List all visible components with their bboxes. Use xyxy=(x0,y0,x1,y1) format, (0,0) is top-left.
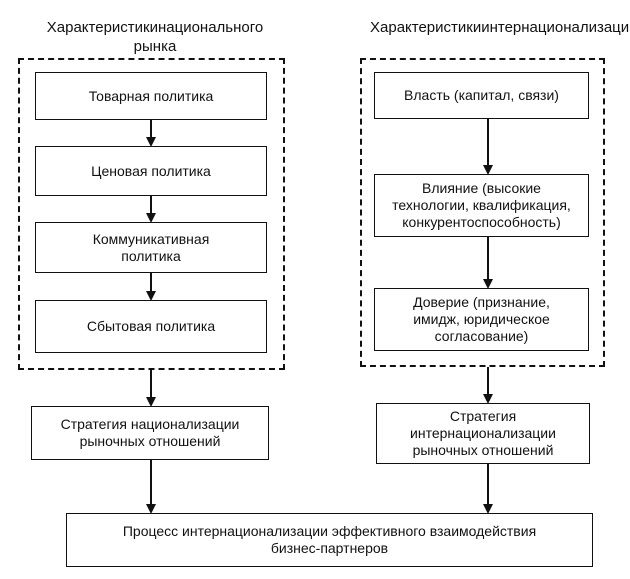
internationalization-process-box: Процесс интернационализации эффективного… xyxy=(66,513,593,567)
product-policy-box: Товарная политика xyxy=(35,72,267,120)
sales-policy-box: Сбытовая политика xyxy=(35,300,267,353)
power-box: Власть (капитал, связи) xyxy=(374,72,589,119)
internationalization-group xyxy=(360,58,605,367)
right-group-heading: Характеристикиинтернационализации xyxy=(370,19,630,36)
national-market-group xyxy=(18,58,285,370)
left-group-heading: Характеристикинационального рынка xyxy=(46,19,264,55)
